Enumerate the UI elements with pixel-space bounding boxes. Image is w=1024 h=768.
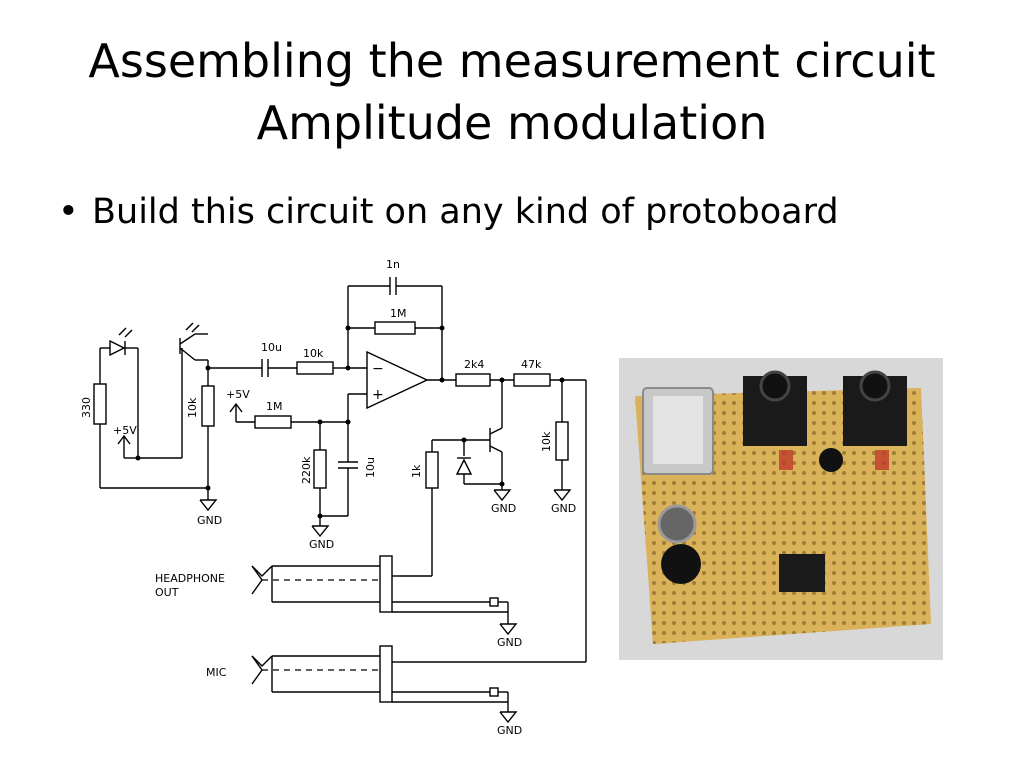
- label-c-input: 10u: [261, 341, 282, 354]
- gnd-label-6: GND: [497, 724, 522, 737]
- label-r-base: 1k: [410, 464, 423, 478]
- label-c-feedback: 1n: [386, 258, 400, 271]
- slide-title: Assembling the measurement circuit Ampli…: [0, 30, 1024, 154]
- label-r-out2: 47k: [521, 358, 542, 371]
- resistor-10k-out: [555, 421, 569, 461]
- resistor-330: [93, 383, 107, 425]
- label-r-bias: 1M: [266, 400, 283, 413]
- zener-diode: [455, 458, 473, 475]
- resistor-input: [296, 361, 334, 375]
- led-diode: [109, 339, 126, 357]
- protoboard-photo: [619, 358, 943, 660]
- resistor-47k: [513, 373, 551, 387]
- led: [657, 504, 697, 544]
- resistor-2k4: [455, 373, 491, 387]
- gnd-label-2: GND: [309, 538, 334, 551]
- bullet-text: Build this circuit on any kind of protob…: [92, 192, 839, 232]
- opamp: [366, 350, 429, 410]
- transistor: [819, 448, 843, 472]
- gnd-label-1: GND: [197, 514, 222, 527]
- resistor-bias: [254, 415, 292, 429]
- label-c-bias: 10u: [364, 457, 377, 478]
- label-mic: MIC: [206, 666, 227, 679]
- label-headphone-2: OUT: [155, 586, 179, 599]
- title-line-1: Assembling the measurement circuit: [88, 34, 936, 88]
- label-r-input: 10k: [303, 347, 324, 360]
- gnd-label-3: GND: [551, 502, 576, 515]
- opamp-plus: +: [372, 387, 384, 403]
- label-r-led: 330: [80, 397, 93, 418]
- label-r-bias-gnd: 220k: [300, 456, 313, 484]
- resistor-photo: [201, 385, 215, 427]
- resistor-220k: [313, 449, 327, 489]
- label-headphone-1: HEADPHONE: [155, 572, 225, 585]
- resistor-feedback: [374, 321, 416, 335]
- label-r-photo: 10k: [186, 397, 199, 418]
- resistor-1k: [425, 451, 439, 489]
- gnd-label-5: GND: [497, 636, 522, 649]
- label-r-out1: 2k4: [464, 358, 484, 371]
- bullet-item: • Build this circuit on any kind of proto…: [58, 188, 839, 236]
- opamp-chip: [779, 554, 825, 592]
- title-line-2: Amplitude modulation: [256, 96, 768, 150]
- circuit-schematic: 1n 1M − + 10u 10k 330 +5V 10k: [80, 258, 587, 737]
- gnd-label-4: GND: [491, 502, 516, 515]
- jack-headphone: [379, 555, 393, 613]
- label-r-feedback: 1M: [390, 307, 407, 320]
- jack-mic: [379, 645, 393, 703]
- label-vcc-left: +5V: [113, 424, 137, 437]
- phototransistor: [661, 544, 701, 584]
- opamp-minus: −: [372, 361, 384, 377]
- label-vcc-bias: +5V: [226, 388, 250, 401]
- label-r-out-gnd: 10k: [540, 431, 553, 452]
- bullet-glyph: •: [58, 192, 79, 232]
